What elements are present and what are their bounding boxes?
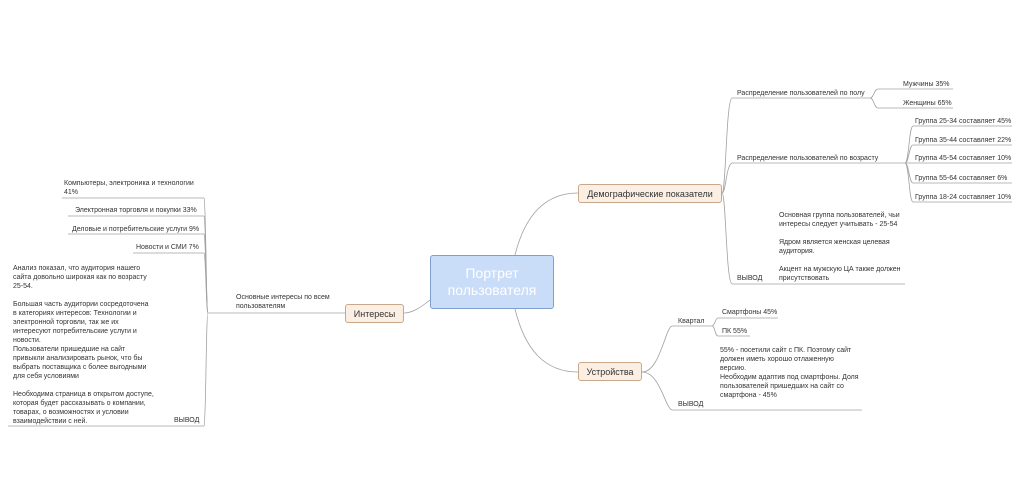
gender-item-male[interactable]: Мужчины 35% (903, 81, 950, 88)
age-item-35-44[interactable]: Группа 35-44 составляет 22% (915, 137, 1012, 144)
devices-conclusion-text[interactable]: 55% - посетили сайт с ПК. Поэтому сайт д… (720, 347, 859, 399)
interest-item-technology[interactable]: Компьютеры, электроника и технологии 41% (64, 180, 194, 196)
demographics-conclusion-text[interactable]: Основная группа пользователей, чьи интер… (779, 212, 901, 282)
age-item-18-24[interactable]: Группа 18-24 составляет 10% (915, 194, 1012, 201)
interests-conclusion-text[interactable]: Анализ показал, что аудитория нашего сай… (13, 265, 154, 425)
age-topic[interactable]: Распределение пользователей по возрасту (737, 155, 879, 162)
age-item-55-64[interactable]: Группа 55-64 составляет 6% (915, 175, 1008, 182)
devices-conclusion-label[interactable]: ВЫВОД (678, 401, 704, 408)
device-item-smartphones[interactable]: Смартфоны 45% (722, 309, 778, 316)
device-item-pc[interactable]: ПК 55% (722, 328, 748, 335)
interests-subtopic[interactable]: Основные интересы по всем пользователям (236, 294, 330, 310)
root-node[interactable]: Портрет пользователя (430, 255, 554, 309)
demographics-conclusion-label[interactable]: ВЫВОД (737, 275, 763, 282)
interest-item-news[interactable]: Новости и СМИ 7% (136, 244, 199, 251)
root-title: Портрет пользователя (447, 265, 537, 298)
age-item-25-34[interactable]: Группа 25-34 составляет 45% (915, 118, 1012, 125)
quarter-topic[interactable]: Квартал (678, 318, 705, 325)
branch-interests-label: Интересы (353, 308, 396, 319)
gender-topic[interactable]: Распределение пользователей по полу (737, 90, 865, 97)
branch-devices-label: Устройства (586, 366, 634, 377)
branch-devices[interactable]: Устройства (578, 362, 642, 381)
interest-item-business[interactable]: Деловые и потребительские услуги 9% (72, 226, 200, 233)
gender-item-female[interactable]: Женщины 65% (903, 100, 952, 107)
interest-item-ecommerce[interactable]: Электронная торговля и покупки 33% (75, 207, 197, 214)
age-item-45-54[interactable]: Группа 45-54 составляет 10% (915, 155, 1012, 162)
interests-conclusion-label[interactable]: ВЫВОД (174, 417, 200, 424)
branch-demographics[interactable]: Демографические показатели (578, 184, 722, 203)
branch-demographics-label: Демографические показатели (587, 188, 713, 199)
branch-interests[interactable]: Интересы (345, 304, 404, 323)
